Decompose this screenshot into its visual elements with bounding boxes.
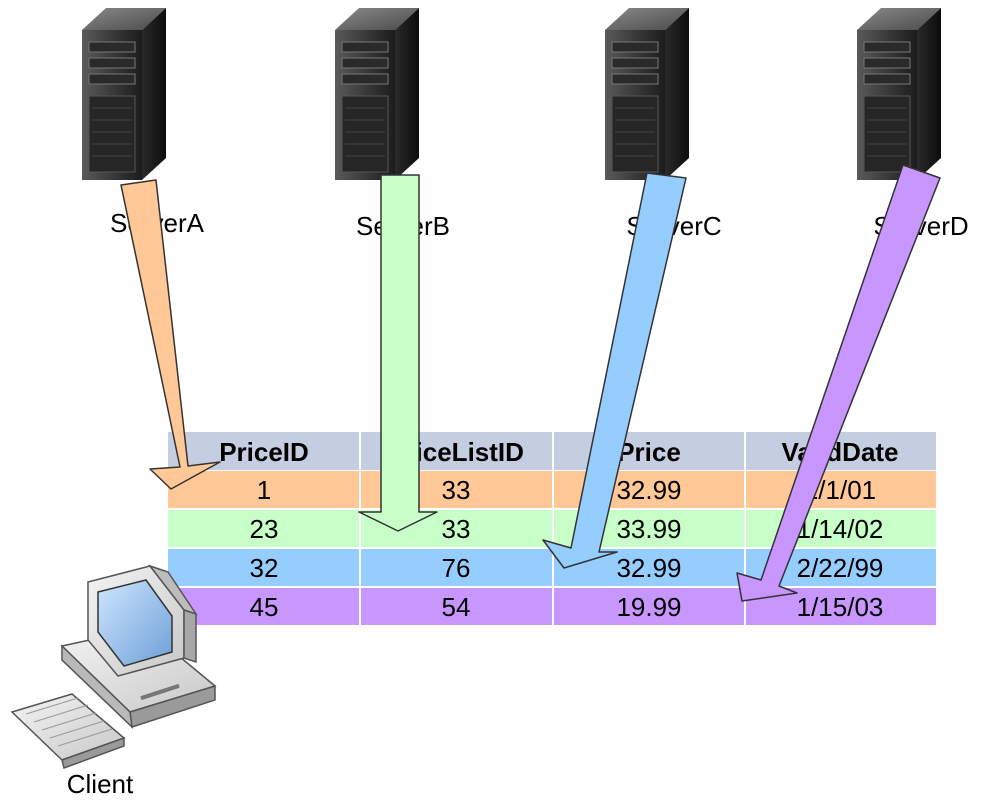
table-cell: 23 (250, 514, 279, 544)
client-label: Client (67, 769, 134, 799)
server-c-icon (605, 8, 689, 180)
table-cell: 32.99 (616, 475, 681, 505)
table-cell: 76 (442, 553, 471, 583)
server-a-icon (82, 8, 166, 180)
client-computer-icon (10, 564, 217, 769)
table-cell: 33 (442, 514, 471, 544)
table-cell: 19.99 (616, 592, 681, 622)
server-d-icon (857, 8, 941, 180)
table-cell: 33 (442, 475, 471, 505)
table-cell: 32 (250, 553, 279, 583)
column-header: ValidDate (781, 437, 898, 467)
column-header: Price (617, 437, 681, 467)
table-cell: 2/22/99 (797, 553, 884, 583)
table-cell: 1/15/03 (797, 592, 884, 622)
table-cell: 1 (257, 475, 271, 505)
table-cell: 32.99 (616, 553, 681, 583)
replication-arrow-d (736, 164, 941, 602)
replication-arrow-c (542, 172, 687, 569)
table-cell: 45 (250, 592, 279, 622)
replication-arrow-b (358, 174, 438, 532)
table-cell: 33.99 (616, 514, 681, 544)
table-cell: 54 (442, 592, 471, 622)
price-table: PriceID PriceListID Price ValidDate 1 33… (168, 432, 936, 625)
server-b-icon (335, 8, 419, 180)
column-header: PriceID (219, 437, 309, 467)
replication-arrow-a (120, 179, 221, 490)
table-cell: 1/14/02 (797, 514, 884, 544)
